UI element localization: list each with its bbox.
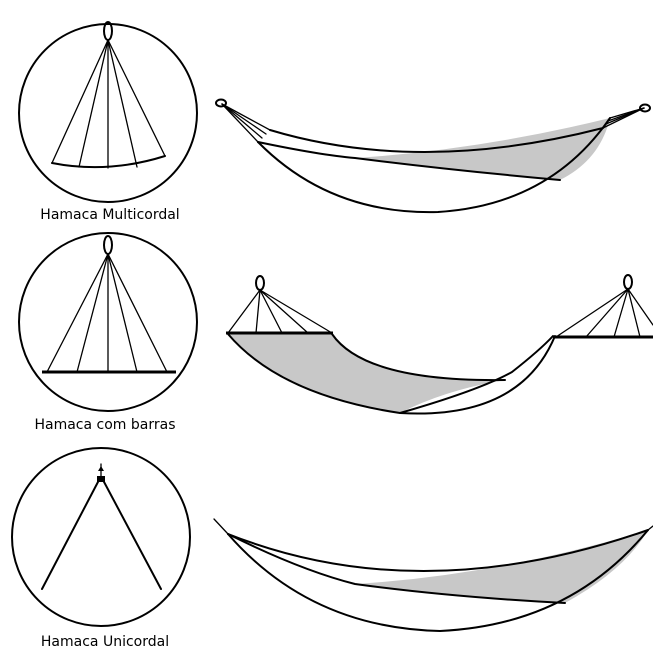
barras-end-view [19, 233, 197, 411]
barras-group: Hamaca com barras [19, 233, 653, 433]
multicordal-side-view [216, 100, 650, 213]
barras-right-cords [556, 289, 653, 337]
multicordal-left-cords [222, 104, 270, 142]
barras-ring [104, 236, 112, 254]
barras-left-cords [228, 290, 332, 333]
barras-cords [47, 254, 167, 372]
multicordal-group: Hamaca Multicordal [19, 22, 650, 223]
unicordal-end-view [12, 448, 190, 626]
barras-right-ring [624, 275, 632, 289]
unicordal-side-view [214, 519, 653, 631]
multicordal-left-ring [216, 100, 226, 107]
unicordal-left-cord [214, 519, 228, 534]
unicordal-caption: Hamaca Unicordal [41, 634, 169, 648]
unicordal-fabric-sides [42, 480, 161, 589]
barras-side-view [226, 275, 653, 414]
multicordal-end-view [19, 22, 197, 202]
multicordal-right-ring [640, 105, 650, 112]
barras-fabric-shade [228, 334, 505, 413]
multicordal-caption: Hamaca Multicordal [40, 207, 179, 223]
barras-left-ring [256, 276, 264, 290]
unicordal-right-cord [648, 526, 653, 530]
unicordal-cord-knot [98, 466, 104, 471]
unicordal-group: Hamaca Unicordal [12, 448, 653, 648]
barras-caption: Hamaca com barras [34, 417, 175, 433]
multicordal-cords [52, 40, 165, 168]
